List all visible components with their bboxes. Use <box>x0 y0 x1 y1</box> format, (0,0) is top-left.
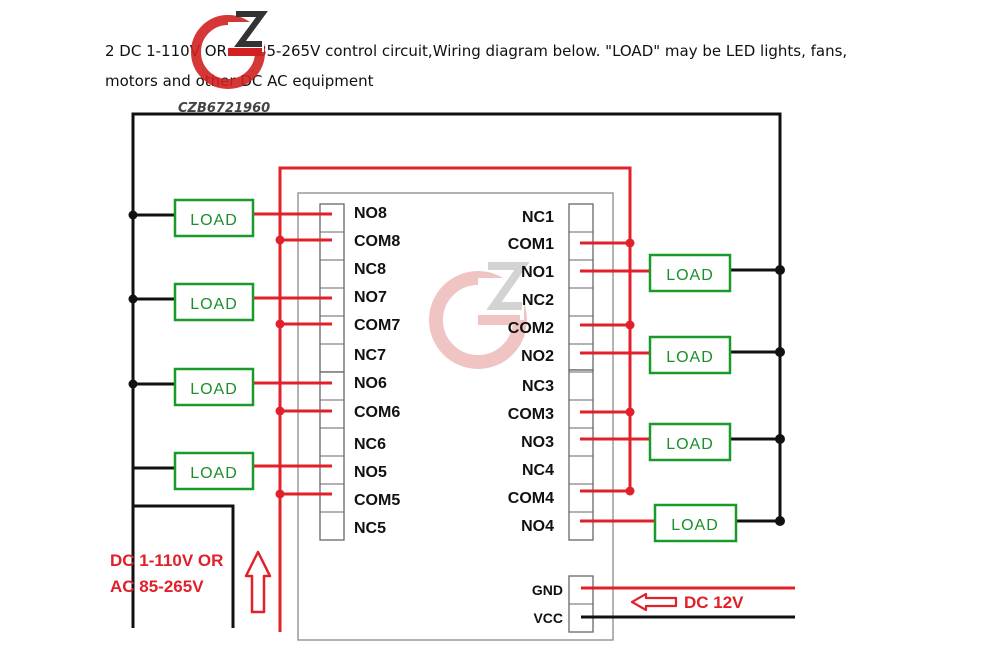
load-5: LOAD <box>648 253 732 293</box>
pin-label-nc8: NC8 <box>354 261 386 278</box>
supply-up-arrow-icon <box>244 550 272 614</box>
pin-label-com7: COM7 <box>354 317 400 334</box>
black-junctions <box>128 210 785 526</box>
red-junctions <box>275 235 635 499</box>
load-1: LOAD <box>173 198 255 238</box>
load-7: LOAD <box>648 422 732 462</box>
load-label: LOAD <box>190 465 238 482</box>
pin-label-no6: NO6 <box>354 375 387 392</box>
pin-label-nc1: NC1 <box>522 209 554 226</box>
pin-label-no5: NO5 <box>354 464 387 481</box>
load-label: LOAD <box>666 436 714 453</box>
pin-label-com1: COM1 <box>508 236 554 253</box>
pin-label-com2: COM2 <box>508 320 554 337</box>
pin-label-nc6: NC6 <box>354 436 386 453</box>
pin-label-no1: NO1 <box>521 264 554 281</box>
intro-line-1: 2 DC 1-110V OR AC 85-265V control circui… <box>105 42 848 60</box>
load-label: LOAD <box>190 381 238 398</box>
watermark-code: CZB6721960 <box>178 101 270 116</box>
vcc-label: VCC <box>533 610 563 626</box>
pin-label-com3: COM3 <box>508 406 554 423</box>
pin-label-no4: NO4 <box>521 518 554 535</box>
pin-label-com4: COM4 <box>508 490 554 507</box>
load-label: LOAD <box>190 212 238 229</box>
dc-input-label: DC 12V <box>684 593 744 612</box>
load-label: LOAD <box>666 267 714 284</box>
pin-label-com5: COM5 <box>354 492 400 509</box>
relay-module-body <box>297 192 614 641</box>
brand-logo <box>191 11 268 89</box>
pin-label-nc2: NC2 <box>522 292 554 309</box>
load-6: LOAD <box>648 335 732 375</box>
pin-label-no7: NO7 <box>354 289 387 306</box>
dc-input-arrow-icon <box>630 592 678 612</box>
pin-label-no2: NO2 <box>521 348 554 365</box>
supply-label-line-2: AC 85-265V <box>110 577 204 596</box>
load-8: LOAD <box>653 503 738 543</box>
pin-label-nc3: NC3 <box>522 378 554 395</box>
black-wiring <box>131 112 795 628</box>
pin-label-nc5: NC5 <box>354 520 386 537</box>
pin-label-com8: COM8 <box>354 233 400 250</box>
supply-label-line-1: DC 1-110V OR <box>110 551 223 570</box>
pin-label-com6: COM6 <box>354 404 400 421</box>
load-label: LOAD <box>666 349 714 366</box>
pin-label-nc7: NC7 <box>354 347 386 364</box>
load-2: LOAD <box>173 282 255 322</box>
load-4: LOAD <box>173 451 255 491</box>
pin-label-no3: NO3 <box>521 434 554 451</box>
pin-label-no8: NO8 <box>354 205 387 222</box>
pin-label-nc4: NC4 <box>522 462 554 479</box>
watermark-logo <box>429 262 530 369</box>
gnd-label: GND <box>532 582 563 598</box>
load-3: LOAD <box>173 367 255 407</box>
load-label: LOAD <box>190 296 238 313</box>
load-label: LOAD <box>671 517 719 534</box>
